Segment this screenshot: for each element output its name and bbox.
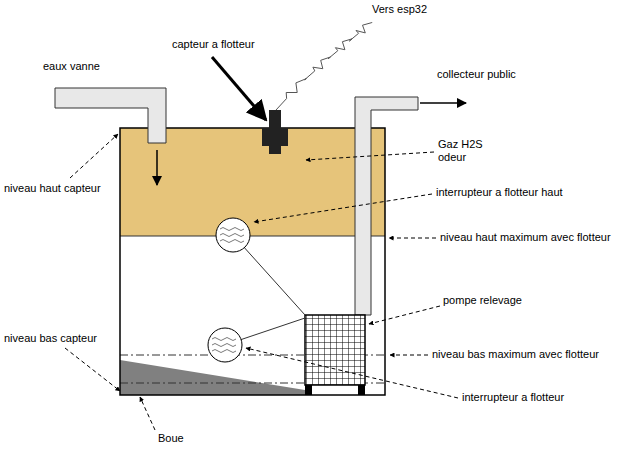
annotation-label: interrupteur a flotteur haut [436,186,563,199]
pump [305,315,365,385]
inlet-pipe [55,88,166,143]
annotation-label: niveau bas capteur [4,332,97,345]
sensor-pointer [212,57,266,120]
annotation-label: capteur a flotteur [172,38,255,51]
annotation-label: collecteur public [437,68,516,81]
float-waves [212,228,244,353]
leader-lines [65,134,458,430]
annotation-label: interrupteur a flotteur [462,391,564,404]
tank-wall [120,128,385,395]
flow-arrow [156,150,158,185]
annotation-label: Boue [158,432,184,445]
annotation-label: niveau haut maximum avec flotteur [440,231,611,244]
annotation-label: niveau bas maximum avec flotteur [432,348,599,361]
outlet-pipe [355,97,418,315]
annotation-label: Vers esp32 [372,3,427,16]
float-sensor-rod [269,110,281,154]
float-ball-high [216,218,250,252]
signal-wire [276,22,372,110]
float-ball-low [208,328,242,362]
sludge [120,360,305,395]
pump-foot [305,385,312,395]
annotation-label: Gaz H2S odeur [438,138,498,164]
annotation-label: eaux vanne [43,60,100,73]
gas-zone [120,128,385,236]
outlet-arrow [420,102,466,104]
annotation-label: niveau haut capteur [4,182,101,195]
annotation-label: pompe relevage [443,294,522,307]
pump-foot [358,385,365,395]
high-level-line [120,236,385,237]
